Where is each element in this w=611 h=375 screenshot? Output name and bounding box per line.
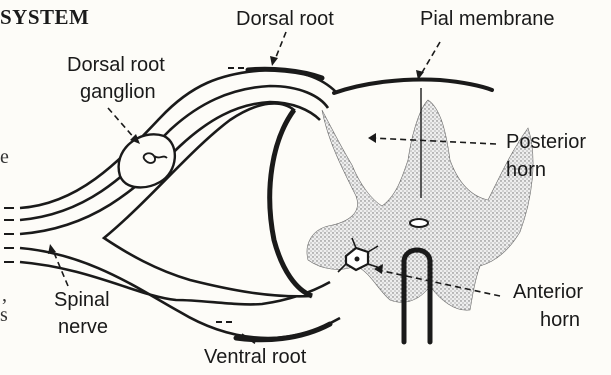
- label-dorsal-root-ganglion-line1: Dorsal root: [67, 53, 165, 78]
- label-dorsal-root: Dorsal root: [236, 7, 334, 32]
- label-dorsal-root-ganglion-line2: ganglion: [80, 80, 156, 105]
- leader-ganglion: [108, 108, 136, 140]
- label-posterior-horn-line2: horn: [506, 158, 546, 183]
- margin-fragment-1: e: [0, 146, 9, 169]
- leader-pial-membrane: [420, 42, 440, 76]
- motor-neuron-nucleus: [355, 257, 360, 262]
- label-ventral-root: Ventral root: [204, 345, 306, 370]
- label-posterior-horn-line1: Posterior: [506, 130, 586, 155]
- ventral-root-surface: [236, 324, 330, 340]
- label-spinal-nerve-line1: Spinal: [54, 288, 110, 313]
- section-title: SYSTEM: [0, 5, 89, 30]
- label-pial-membrane: Pial membrane: [420, 7, 555, 32]
- label-anterior-horn-line2: horn: [540, 308, 580, 333]
- margin-fragment-3: s: [0, 304, 8, 327]
- dorsal-root-surface: [248, 69, 322, 78]
- central-canal: [410, 219, 428, 227]
- spinal-nerve-dashes: [4, 208, 14, 262]
- arrowhead-dorsal-root: [270, 56, 278, 66]
- label-anterior-horn-line1: Anterior: [513, 280, 583, 305]
- label-spinal-nerve-line2: nerve: [58, 315, 108, 340]
